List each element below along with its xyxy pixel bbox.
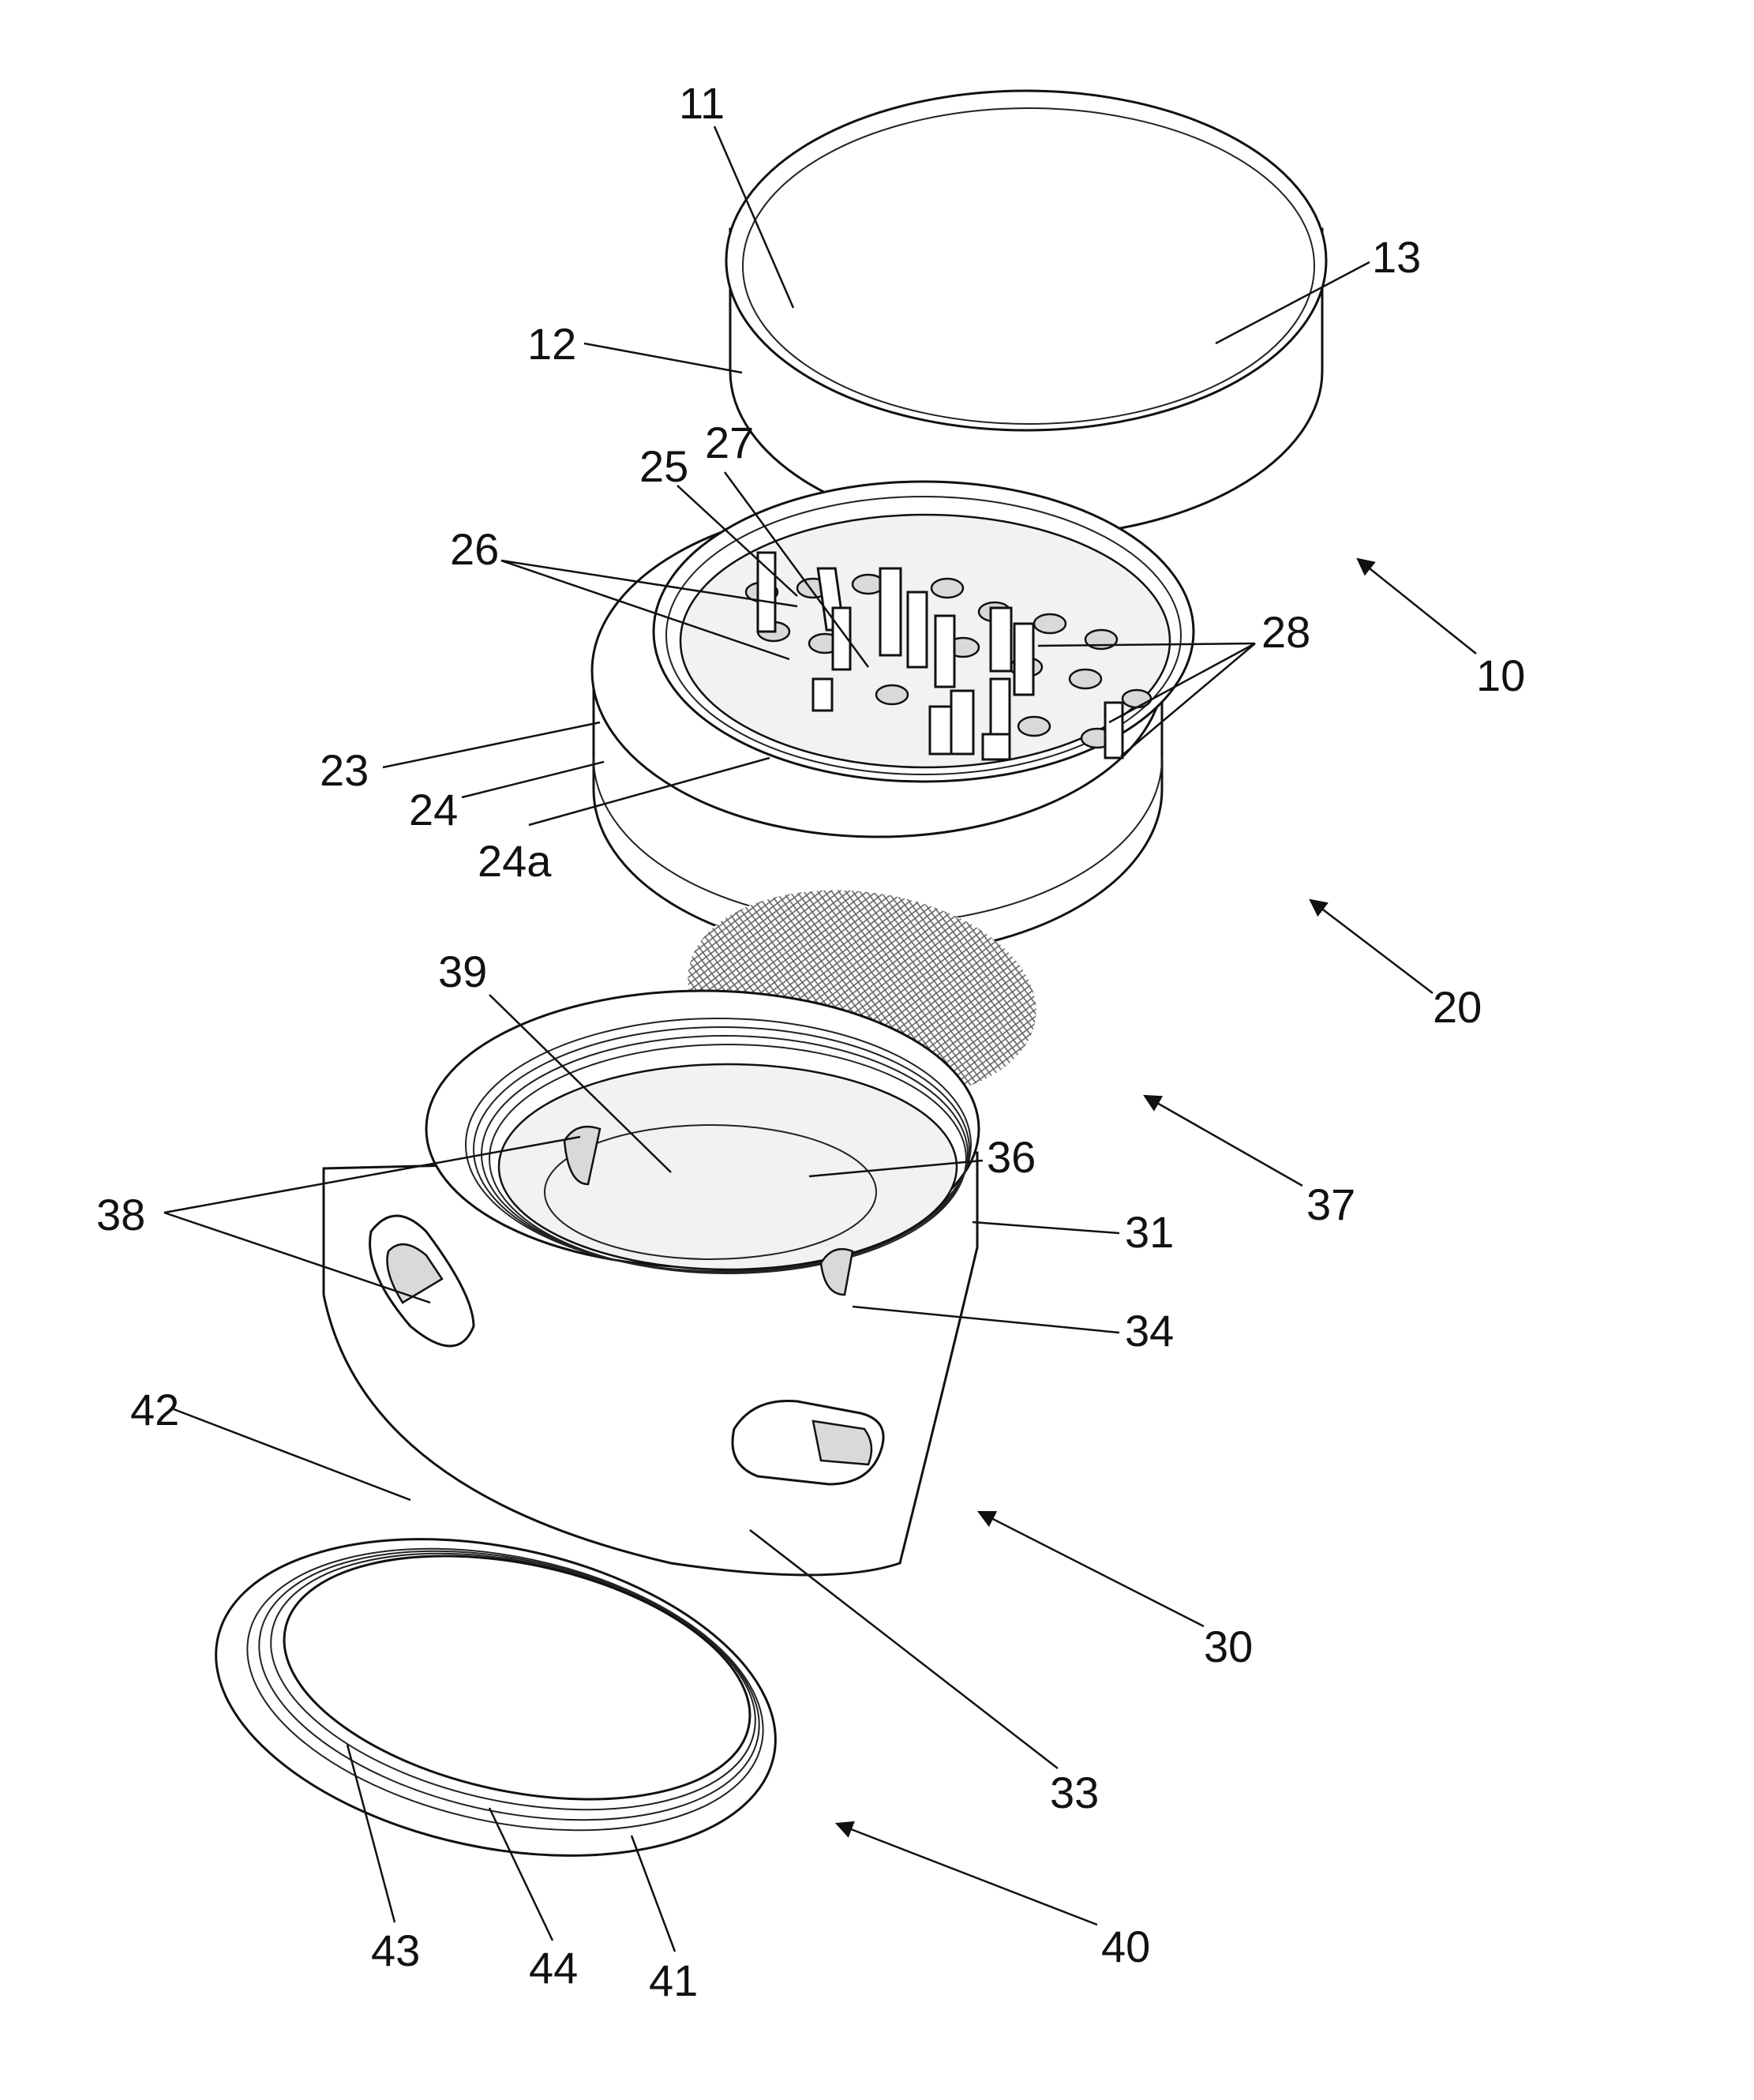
label-20: 20 bbox=[1433, 982, 1482, 1032]
chamber-part bbox=[324, 991, 979, 1575]
label-28: 28 bbox=[1261, 607, 1310, 657]
label-26: 26 bbox=[450, 524, 499, 574]
label-41: 41 bbox=[649, 1956, 698, 2005]
label-30: 30 bbox=[1204, 1622, 1253, 1671]
label-33: 33 bbox=[1050, 1768, 1099, 1817]
label-38: 38 bbox=[96, 1190, 145, 1239]
label-27: 27 bbox=[705, 418, 754, 467]
label-36: 36 bbox=[987, 1132, 1036, 1182]
label-23: 23 bbox=[320, 745, 369, 795]
label-25: 25 bbox=[639, 441, 688, 491]
label-24: 24 bbox=[409, 785, 458, 834]
label-37: 37 bbox=[1306, 1179, 1355, 1229]
label-34: 34 bbox=[1125, 1306, 1174, 1356]
lid-part bbox=[726, 91, 1326, 537]
label-24a: 24a bbox=[478, 836, 552, 886]
label-42: 42 bbox=[130, 1385, 179, 1434]
label-44: 44 bbox=[529, 1943, 578, 1993]
label-12: 12 bbox=[527, 319, 576, 369]
label-11: 11 bbox=[679, 78, 725, 128]
grinder-plate-part bbox=[592, 482, 1194, 955]
label-43: 43 bbox=[371, 1926, 420, 1975]
label-39: 39 bbox=[438, 947, 487, 996]
label-10: 10 bbox=[1476, 651, 1525, 700]
label-40: 40 bbox=[1101, 1922, 1150, 1971]
label-31: 31 bbox=[1125, 1207, 1174, 1257]
label-13: 13 bbox=[1372, 232, 1421, 282]
